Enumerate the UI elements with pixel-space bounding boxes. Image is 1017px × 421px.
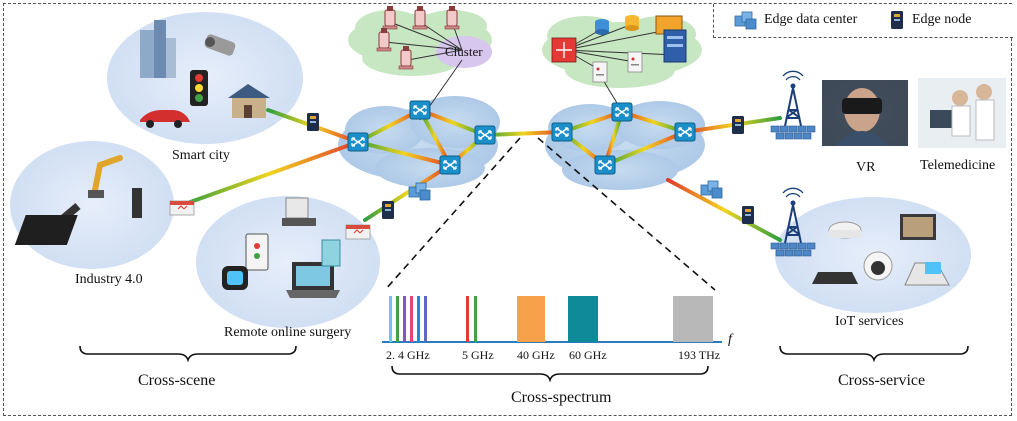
legend-edge-data-center: Edge data center [764,12,858,27]
core-switch-icon [674,122,696,142]
spectrum-bars [389,296,713,342]
industry-label: Industry 4.0 [75,272,143,287]
edge-data-center-icon [700,180,723,199]
medical-device-icon [321,239,341,267]
laptop-icon [286,262,340,298]
server-icon [627,51,643,73]
band-2-4ghz-line [410,296,413,342]
core-switch-icon [347,132,369,152]
core-switch-icon [439,155,461,175]
smoke-detector-icon [828,221,862,239]
tablet-icon [245,233,269,271]
keyboard-icon [812,272,858,284]
dome-camera-icon [863,251,893,281]
core-switch-icon [409,100,431,120]
robot-arm-icon [92,155,123,193]
camera-icon [204,34,236,56]
industry-ellipse [10,141,174,269]
band-5ghz-line [466,296,469,342]
core-switch-icon [474,125,496,145]
band-40ghz-bar [517,296,545,342]
edge-node-icon [382,201,394,219]
edge-node-icon [307,113,319,131]
building-icon [140,20,176,78]
band-label-5ghz: 5 GHz [462,348,494,362]
edge-node-icon [732,116,744,134]
band-2-4ghz-line [403,296,406,342]
microscope-icon [282,197,316,226]
edge-node-icon [742,206,754,224]
cross-scene-label: Cross-scene [138,372,216,389]
band-label-193thz: 193 THz [678,348,721,362]
core-switch-icon [611,102,633,122]
cross-service-label: Cross-service [838,372,926,389]
surgery-label: Remote online surgery [224,325,352,340]
legend-edge-node: Edge node [912,12,972,27]
conveyor-icon [14,188,142,245]
cluster-node-icon [382,5,398,30]
edge-data-center-legend-icon [734,11,757,30]
band-label-40ghz: 40 GHz [517,348,555,362]
smartwatch-icon [222,266,248,290]
band-2-4ghz-line [417,296,420,342]
iot-label: IoT services [835,314,904,329]
core-switch-icon [594,155,616,175]
cross-service-brace [779,345,969,363]
phone-icon [904,262,950,286]
telemedicine-label: Telemedicine [920,158,996,173]
cross-spectrum-label: Cross-spectrum [511,389,612,406]
cluster-label: Cluster [445,44,483,59]
traffic-light-icon [190,70,208,106]
vr-image [822,80,908,146]
monitor-icon [900,214,936,240]
smart-city-label: Smart city [172,148,230,163]
core-switch-icon [551,122,573,142]
band-60ghz-bar [568,296,598,342]
diagram-frame [3,3,1012,416]
house-icon [228,84,270,118]
edge-node-legend-icon [891,11,903,29]
band-193thz-bar [673,296,713,342]
cluster-node-icon [412,5,428,30]
router-icon [169,200,195,216]
database-icon [595,15,639,35]
robot-base-icon [88,190,104,198]
band-label-2-4ghz: 2. 4 GHz [386,348,430,362]
cross-scene-brace [79,345,297,363]
braces [79,345,969,383]
base-station-icon [770,70,816,140]
cluster-node-icon [444,5,460,30]
band-2-4ghz-line [396,296,399,342]
band-2-4ghz-line [389,296,392,342]
server-rack-icon [655,15,687,63]
cluster-links [384,21,463,121]
server-icon [592,61,608,83]
cluster-bubble [436,36,492,68]
vr-label: VR [856,160,876,175]
frequency-axis-symbol: f [728,332,732,347]
band-label-60ghz: 60 GHz [569,348,607,362]
cross-spectrum-brace [391,365,709,383]
band-5ghz-line [474,296,477,342]
car-icon [140,110,190,128]
router-icon [345,224,371,240]
telemedicine-image [918,78,1006,148]
band-2-4ghz-line [424,296,427,342]
zoom-lines [384,137,716,291]
legend: Edge data center Edge node [713,4,1013,38]
